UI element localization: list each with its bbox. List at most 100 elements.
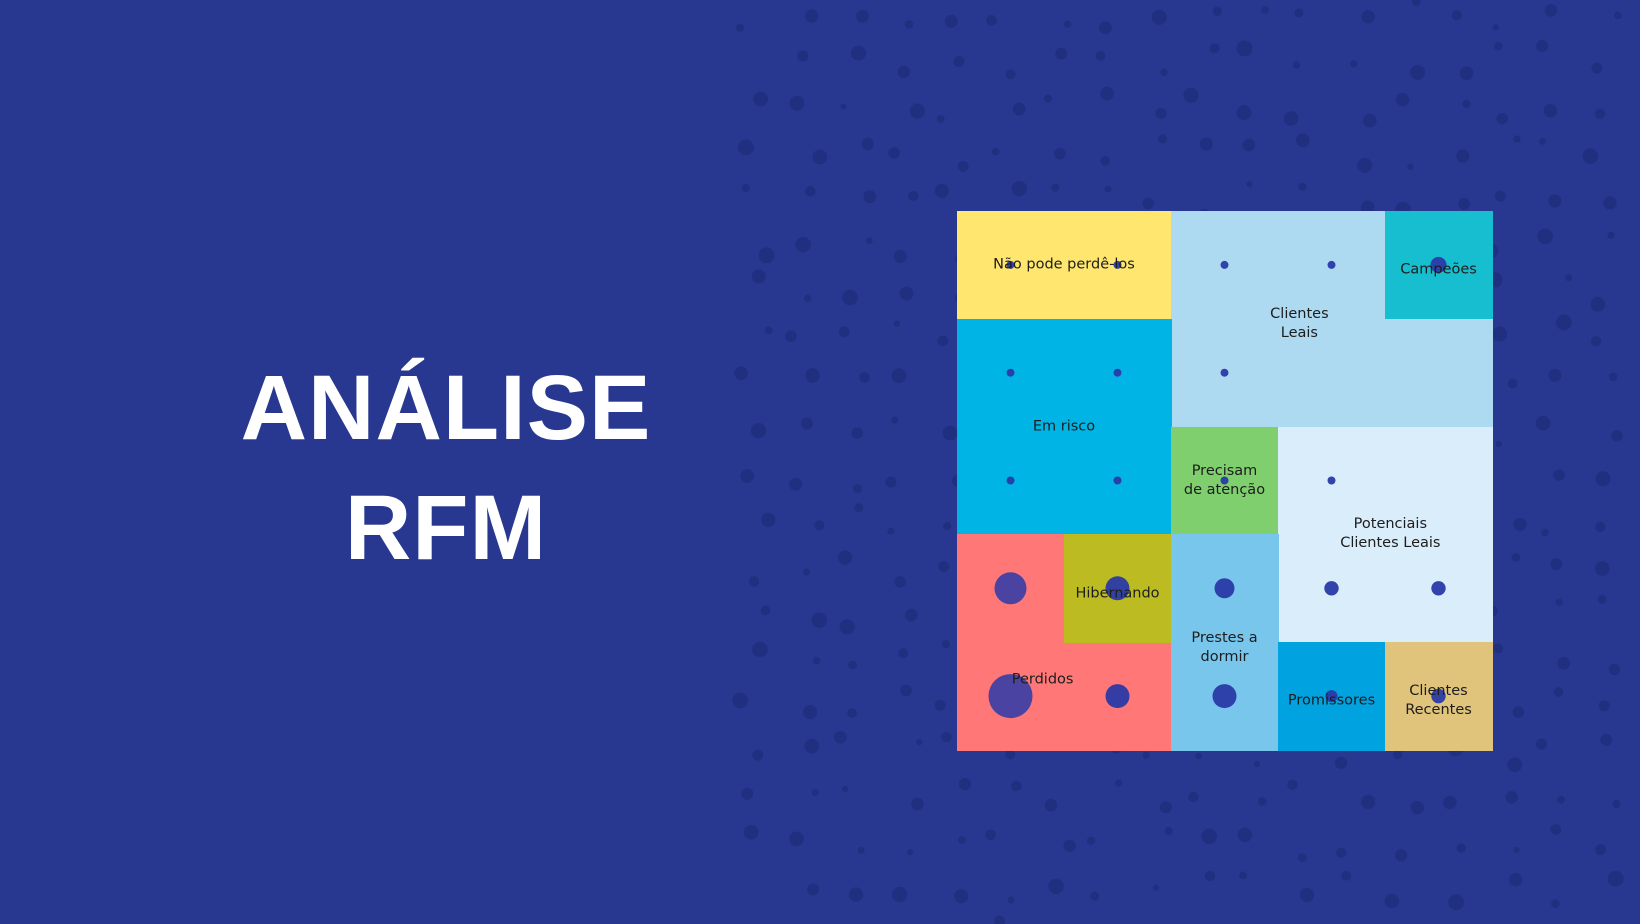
bubble bbox=[1006, 476, 1015, 485]
background-dot bbox=[811, 789, 819, 797]
background-dot bbox=[1287, 779, 1298, 791]
background-dot bbox=[911, 797, 924, 811]
background-dot bbox=[850, 45, 866, 61]
background-dot bbox=[1142, 751, 1150, 759]
background-dot bbox=[1495, 440, 1502, 448]
background-dot bbox=[1100, 86, 1114, 101]
background-dot bbox=[751, 269, 766, 284]
background-dot bbox=[1550, 558, 1563, 571]
background-dot bbox=[839, 619, 855, 635]
background-dot bbox=[1236, 105, 1252, 121]
background-dot bbox=[1253, 760, 1261, 767]
background-dot bbox=[1299, 887, 1315, 903]
title-line-1: ANÁLISE bbox=[240, 357, 652, 459]
background-dot bbox=[1395, 92, 1410, 107]
segment-cell bbox=[1278, 318, 1386, 428]
background-dot bbox=[986, 15, 997, 26]
bubble bbox=[1431, 688, 1446, 704]
background-dot bbox=[1494, 190, 1506, 202]
background-dot bbox=[1603, 196, 1617, 210]
background-dot bbox=[1297, 853, 1307, 862]
background-dot bbox=[934, 699, 946, 711]
background-dot bbox=[1594, 561, 1610, 576]
background-dot bbox=[1548, 368, 1562, 382]
background-dot bbox=[761, 512, 776, 528]
background-dot bbox=[1350, 60, 1358, 68]
background-dot bbox=[753, 91, 769, 107]
background-dot bbox=[1551, 899, 1560, 908]
background-dot bbox=[936, 115, 945, 123]
background-dot bbox=[834, 730, 847, 744]
background-dot bbox=[1508, 873, 1523, 887]
background-dot bbox=[1095, 50, 1106, 61]
background-dot bbox=[741, 183, 750, 193]
background-dot bbox=[1044, 798, 1058, 812]
bubble bbox=[1327, 260, 1336, 269]
background-dot bbox=[848, 887, 864, 902]
background-dot bbox=[838, 326, 850, 338]
background-dot bbox=[1411, 0, 1421, 7]
background-dot bbox=[738, 139, 754, 156]
background-dot bbox=[1459, 66, 1474, 81]
background-dot bbox=[957, 160, 969, 172]
background-dot bbox=[941, 640, 950, 649]
background-dot bbox=[1492, 23, 1500, 31]
background-dot bbox=[916, 739, 923, 746]
background-dot bbox=[1183, 87, 1199, 103]
background-dot bbox=[943, 521, 952, 531]
bubble bbox=[1006, 260, 1015, 269]
segment-label: Campeões bbox=[1400, 261, 1477, 278]
background-dot bbox=[1298, 182, 1307, 191]
background-dot bbox=[1098, 21, 1112, 35]
bubble bbox=[1214, 578, 1235, 599]
background-dot bbox=[752, 749, 764, 761]
background-dot bbox=[1090, 891, 1100, 901]
background-dot bbox=[1513, 135, 1521, 143]
background-dot bbox=[740, 469, 755, 483]
bubble bbox=[1006, 368, 1015, 377]
background-dot bbox=[854, 503, 864, 513]
background-dot bbox=[1535, 415, 1551, 431]
background-dot bbox=[837, 550, 853, 565]
background-dot bbox=[1246, 181, 1253, 188]
segment-cell bbox=[1385, 426, 1493, 535]
segment-cell bbox=[1385, 318, 1493, 428]
background-dot bbox=[1011, 180, 1027, 197]
background-dot bbox=[1360, 200, 1375, 215]
bubble bbox=[1220, 476, 1229, 485]
background-dot bbox=[1384, 893, 1400, 909]
background-dot bbox=[1188, 791, 1199, 803]
background-dot bbox=[1505, 791, 1519, 804]
background-dot bbox=[1005, 749, 1016, 760]
background-dot bbox=[1195, 752, 1203, 760]
background-dot bbox=[1237, 827, 1252, 843]
background-dot bbox=[1590, 296, 1606, 312]
background-dot bbox=[1155, 107, 1167, 119]
background-dot bbox=[1395, 849, 1408, 862]
background-dot bbox=[1494, 42, 1503, 51]
background-dot bbox=[891, 886, 908, 903]
background-dot bbox=[752, 641, 768, 658]
background-dot bbox=[1100, 155, 1111, 166]
background-dot bbox=[897, 65, 910, 79]
background-dot bbox=[1553, 469, 1565, 481]
background-dot bbox=[865, 237, 873, 245]
background-dot bbox=[804, 186, 816, 197]
background-dot bbox=[803, 568, 811, 576]
background-dot bbox=[1104, 185, 1112, 193]
background-dot bbox=[944, 14, 958, 28]
background-dot bbox=[1010, 780, 1022, 792]
background-dot bbox=[1555, 314, 1572, 331]
background-dot bbox=[1555, 598, 1563, 606]
background-dot bbox=[1051, 183, 1060, 192]
background-dot bbox=[840, 103, 847, 110]
background-dot bbox=[1142, 197, 1154, 210]
background-dot bbox=[1362, 113, 1377, 128]
background-dot bbox=[1548, 194, 1562, 208]
segment-label: Perdidos bbox=[1011, 671, 1074, 688]
bubble bbox=[1105, 576, 1130, 601]
background-dot bbox=[888, 147, 900, 159]
background-dot bbox=[758, 247, 775, 264]
background-dot bbox=[938, 560, 950, 572]
background-dot bbox=[1458, 197, 1470, 210]
